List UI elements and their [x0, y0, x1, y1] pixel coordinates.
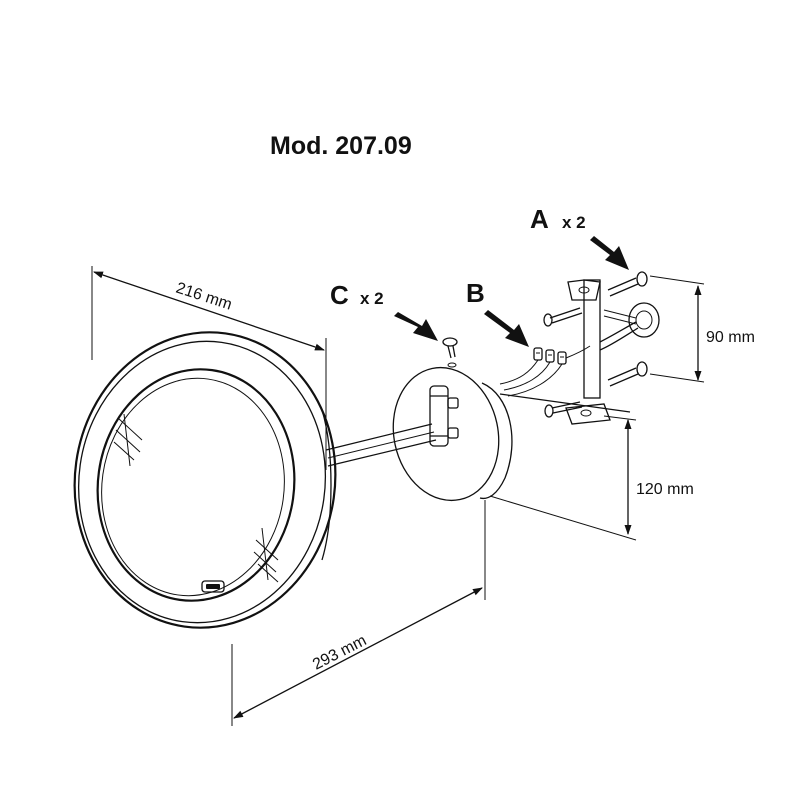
screw-c: [442, 337, 458, 368]
svg-text:x 2: x 2: [562, 213, 586, 232]
dimension-293: 293 mm: [231, 500, 486, 726]
dimension-120-label: 120 mm: [636, 481, 694, 498]
mirror-glare: [113, 413, 279, 583]
terminal-block-b: [499, 345, 591, 397]
label-a: A x 2: [530, 204, 629, 270]
label-c: C x 2: [330, 280, 438, 341]
sensor-button: [201, 580, 225, 593]
svg-text:x 2: x 2: [360, 289, 384, 308]
svg-text:A: A: [530, 204, 549, 234]
screws-a: [543, 271, 648, 418]
wall-base: [392, 366, 513, 502]
label-b: B: [466, 278, 529, 347]
dimension-293-label: 293 mm: [310, 632, 369, 673]
model-title: Mod. 207.09: [270, 132, 412, 160]
svg-text:B: B: [466, 278, 485, 308]
dimension-120: 120 mm: [489, 415, 694, 541]
mirror: [73, 331, 337, 629]
dimension-90-label: 90 mm: [706, 329, 755, 346]
dimension-216-label: 216 mm: [174, 280, 234, 314]
wall-bracket: [499, 279, 660, 425]
swing-arm: [325, 423, 437, 467]
svg-text:C: C: [330, 280, 349, 310]
dimension-90: 90 mm: [649, 275, 755, 383]
